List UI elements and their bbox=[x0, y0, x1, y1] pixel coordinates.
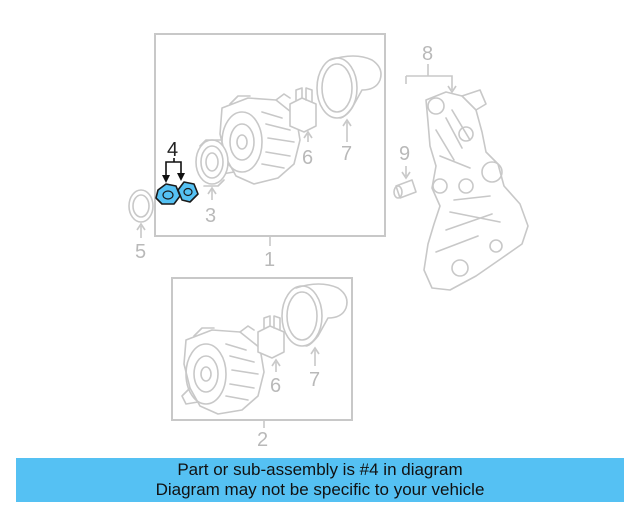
cover-7-bottom bbox=[281, 283, 348, 347]
mounting-bracket-8 bbox=[423, 89, 529, 291]
info-banner: Part or sub-assembly is #4 in diagram Di… bbox=[16, 458, 624, 502]
cover-7-top bbox=[316, 55, 382, 119]
callout-8-leader bbox=[405, 64, 457, 94]
pulley-3 bbox=[195, 139, 229, 187]
bushing-9 bbox=[393, 179, 417, 199]
callout-6-bottom: 6 bbox=[270, 375, 281, 397]
seal-ring-5 bbox=[128, 189, 154, 223]
assembly-2-box bbox=[171, 277, 353, 421]
nut-4-left[interactable] bbox=[155, 183, 181, 205]
alternator-top bbox=[217, 93, 301, 185]
callout-1: 1 bbox=[264, 249, 275, 271]
callout-2: 2 bbox=[257, 429, 268, 451]
callout-4: 4 bbox=[167, 139, 178, 161]
callout-9: 9 bbox=[399, 143, 410, 165]
callout-5: 5 bbox=[135, 241, 146, 263]
banner-line-1: Part or sub-assembly is #4 in diagram bbox=[177, 460, 463, 479]
alternator-bottom bbox=[181, 325, 265, 415]
callout-7-top: 7 bbox=[341, 143, 352, 165]
callout-4-bracket bbox=[162, 158, 185, 183]
regulator-6-top bbox=[289, 87, 317, 133]
regulator-6-bottom bbox=[257, 315, 285, 359]
callout-8: 8 bbox=[422, 43, 433, 65]
nut-4-right[interactable] bbox=[177, 181, 199, 203]
banner-line-2: Diagram may not be specific to your vehi… bbox=[155, 480, 485, 499]
callout-7-bottom: 7 bbox=[309, 369, 320, 391]
callout-6-top: 6 bbox=[302, 147, 313, 169]
callout-3: 3 bbox=[205, 205, 216, 227]
